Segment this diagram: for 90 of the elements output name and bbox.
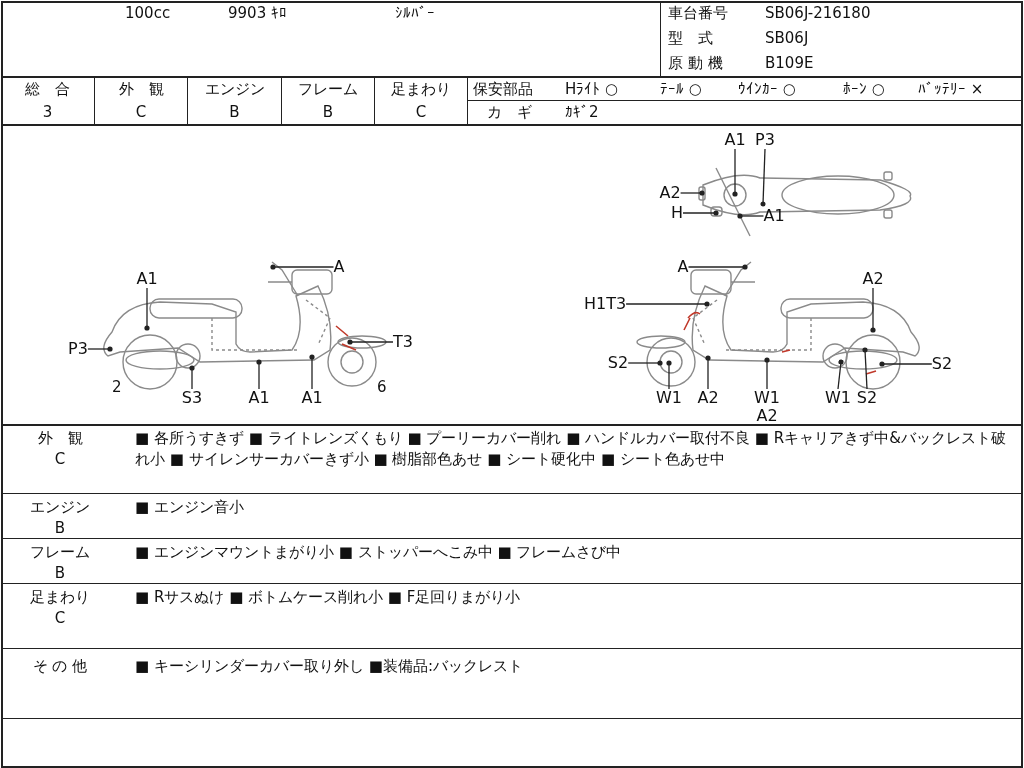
- row-grade: C: [53, 449, 67, 470]
- remark-text: ■ エンジン音小: [135, 497, 245, 518]
- field-label: 車台番号: [668, 3, 728, 24]
- leader-line: [666, 360, 672, 390]
- leader-line: [256, 359, 262, 390]
- leader-line: [270, 264, 335, 270]
- grade-label: 足まわり: [390, 79, 452, 100]
- leader-line: [879, 361, 933, 367]
- remark-text: ■ 各所うすきず ■ ライトレンズくもり ■ プーリーカバー削れ ■ ハンドルカバー取付不良 ■ Rキャリアきず中&バックレスト破れ小 ■ サイレンサーカバーきず小 ■ 樹脂部色あせ ■ シート硬化中 ■ シート色あせ中: [135, 428, 1007, 470]
- grade-label: フレーム: [297, 79, 359, 100]
- leader-line: [189, 365, 195, 390]
- leader-line: [870, 287, 876, 333]
- leader-line: [687, 264, 748, 270]
- callout-label: W1: [754, 389, 780, 407]
- callout-label: S2: [607, 354, 629, 372]
- callout-label: A: [677, 258, 689, 276]
- callout-label: A1: [301, 389, 323, 407]
- grade-value: B: [321, 102, 335, 123]
- header-text: 9903 ｷﾛ: [228, 3, 287, 24]
- callout-label: A2: [862, 270, 884, 288]
- field-label: 型 式: [668, 28, 713, 49]
- grade-value: C: [134, 102, 148, 123]
- callout-label: W1: [656, 389, 682, 407]
- field-label: 原 動 機: [668, 53, 723, 74]
- remark-text: ■ エンジンマウントまがり小 ■ ストッパーへこみ中 ■ フレームさび中: [135, 542, 623, 563]
- callout-label: H: [671, 204, 683, 222]
- leader-line: [764, 357, 770, 390]
- row-grade: B: [53, 518, 67, 539]
- remark-text: ■ Rサスぬけ ■ ボトムケース削れ小 ■ F足回りまがり小: [135, 587, 522, 608]
- leader-line: [627, 360, 663, 366]
- header-text: 100cc: [125, 3, 171, 24]
- remark-text: ■ キーシリンダーカバー取り外し ■装備品:バックレスト: [135, 656, 524, 677]
- row-heading: 足まわり: [29, 587, 91, 608]
- grade-label: エンジン: [203, 79, 266, 100]
- leader-line: [682, 210, 719, 216]
- row-heading: エンジン: [29, 497, 91, 518]
- grade-value: C: [414, 102, 428, 123]
- row-heading: 外 観: [36, 428, 84, 449]
- callout-label: A2: [697, 389, 719, 407]
- grade-value: 3: [41, 102, 54, 123]
- callout-number: 2: [112, 377, 122, 398]
- callout-label: T3: [393, 333, 413, 351]
- check-item: ﾃｰﾙ ○: [660, 79, 702, 100]
- callout-number: 6: [377, 377, 387, 398]
- leader-line: [309, 354, 315, 390]
- scooter-drawing: [698, 167, 912, 237]
- callout-label: A2: [756, 407, 778, 425]
- callout-label: W1: [825, 389, 851, 407]
- callout-label: S2: [931, 355, 953, 373]
- header-text: ｼﾙﾊﾞｰ: [395, 3, 435, 24]
- callout-label: A1: [724, 131, 746, 149]
- field-value: B109E: [765, 53, 814, 74]
- callout-label: A2: [659, 184, 681, 202]
- leader-line: [862, 347, 868, 390]
- callout-label: S3: [181, 389, 203, 407]
- grade-label: 外 観: [117, 79, 165, 100]
- callout-label: A1: [136, 270, 158, 288]
- grade-value: B: [228, 102, 241, 123]
- callout-label: A1: [248, 389, 270, 407]
- field-value: SB06J: [765, 28, 809, 49]
- callout-label: S2: [856, 389, 878, 407]
- check-item: ｳｲﾝｶｰ ○: [738, 79, 796, 100]
- leader-line: [625, 301, 710, 307]
- leader-line: [732, 148, 738, 197]
- leader-line: [737, 213, 765, 219]
- scooter-drawing: [103, 261, 387, 390]
- check-item: ﾎｰﾝ ○: [843, 79, 885, 100]
- field-value: SB06J-216180: [765, 3, 871, 24]
- leader-line: [837, 359, 844, 390]
- check-item: カ ギ: [487, 102, 532, 123]
- row-heading: そ の 他: [31, 656, 89, 677]
- leader-line: [760, 148, 766, 207]
- leader-line: [144, 287, 150, 331]
- leader-line: [87, 346, 113, 352]
- grade-label: 保安部品: [473, 79, 533, 100]
- callout-label: A: [333, 258, 345, 276]
- callout-label: H1T3: [583, 295, 627, 313]
- check-item: Hﾗｲﾄ ○: [565, 79, 619, 100]
- callout-label: P3: [755, 131, 775, 149]
- check-item: ｶｷﾞ2: [565, 102, 599, 123]
- leader-line: [679, 190, 705, 196]
- check-item: ﾊﾞｯﾃﾘｰ ×: [918, 79, 984, 100]
- row-grade: C: [53, 608, 67, 629]
- row-grade: B: [53, 563, 67, 584]
- row-heading: フレーム: [29, 542, 91, 563]
- scooter-drawing: [636, 261, 920, 390]
- callout-label: A1: [763, 207, 785, 225]
- callout-label: P3: [68, 340, 88, 358]
- grade-label: 総 合: [24, 79, 71, 100]
- leader-line: [705, 355, 711, 390]
